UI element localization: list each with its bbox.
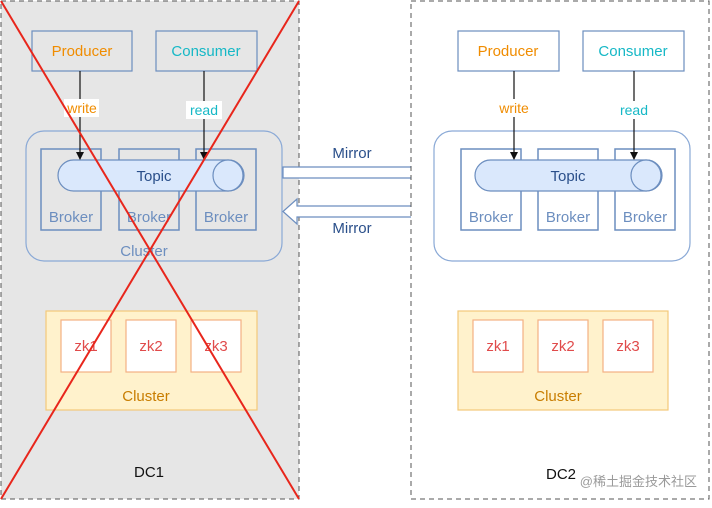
dc2-consumer-box xyxy=(582,30,685,72)
dc1-zk-cluster-label: Cluster xyxy=(122,388,170,405)
dc1-producer-box xyxy=(31,30,133,72)
dc2-broker-label: Broker xyxy=(623,209,667,226)
dc1-write-label: write xyxy=(66,100,97,116)
dc1-broker-label: Broker xyxy=(127,209,171,226)
dc2-zk-box xyxy=(472,319,524,373)
dc2-region: Producer Consumer Broker Broker Broker T… xyxy=(410,0,710,500)
dc2-topic-cylinder xyxy=(474,159,663,192)
mirror-label-to-dc1: Mirror xyxy=(332,220,371,237)
dc2-read-label: read xyxy=(620,102,648,118)
watermark: @稀土掘金技术社区 xyxy=(580,474,697,489)
dc2-producer-label: Producer xyxy=(478,43,539,60)
dc1-zk-label: zk1 xyxy=(74,338,97,355)
dc2-zk-label: zk1 xyxy=(486,338,509,355)
dc2-producer-box xyxy=(457,30,560,72)
dc1-broker-label: Broker xyxy=(204,209,248,226)
dc1-read-label: read xyxy=(190,102,218,118)
dc1-zk-box xyxy=(190,319,242,373)
dc2-topic-label: Topic xyxy=(550,168,586,185)
dc1-consumer-label: Consumer xyxy=(171,43,240,60)
dc1-producer-label: Producer xyxy=(52,43,113,60)
dc1-failure-cross xyxy=(0,0,300,500)
dc2-zk-label: zk2 xyxy=(551,338,574,355)
dc1-cluster-label: Cluster xyxy=(120,243,168,260)
dc2-write-label: write xyxy=(498,100,529,116)
dc2-consumer-label: Consumer xyxy=(598,43,667,60)
dc2-broker-label: Broker xyxy=(546,209,590,226)
dc1-zk-label: zk2 xyxy=(139,338,162,355)
dc2-zk-label: zk3 xyxy=(616,338,639,355)
dc2-zk-box xyxy=(537,319,589,373)
dc2-zk-cluster-label: Cluster xyxy=(534,388,582,405)
dc2-zk-box xyxy=(602,319,654,373)
dc2-broker-label: Broker xyxy=(469,209,513,226)
dc2-label: DC2 xyxy=(546,466,576,483)
dc1-label: DC1 xyxy=(134,464,164,481)
mirror-label-to-dc2: Mirror xyxy=(332,145,371,162)
dc1-broker-label: Broker xyxy=(49,209,93,226)
dc1-consumer-box xyxy=(155,30,258,72)
dc1-topic-label: Topic xyxy=(136,168,172,185)
dc1-region: Producer Consumer Cluster Broker Broker … xyxy=(0,0,300,500)
dc1-zk-box xyxy=(125,319,177,373)
dc1-topic-cylinder xyxy=(57,159,245,192)
